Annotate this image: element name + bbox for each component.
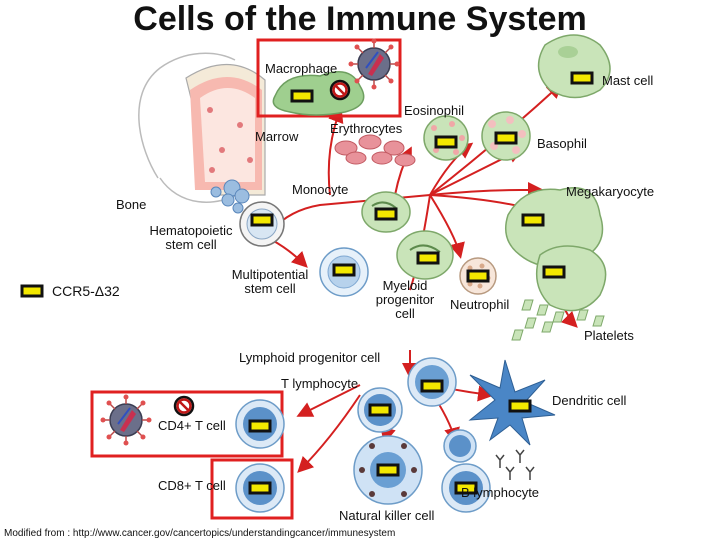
page-title: Cells of the Immune System [133, 0, 587, 38]
monocyte-cell [361, 191, 411, 233]
label-basophil: Basophil [537, 136, 587, 151]
label-natural-killer-cell: Natural killer cell [339, 508, 435, 523]
b-lymphocyte-cell [441, 429, 491, 513]
label-megakaryocyte: Megakaryocyte [566, 184, 655, 199]
virus-icon [99, 393, 153, 447]
source-citation: Modified from : http://www.cancer.gov/ca… [4, 528, 396, 539]
cd8-highlight-box [210, 458, 294, 520]
megakaryocyte-cell [505, 187, 607, 312]
virus-icon [347, 37, 401, 91]
label-t-lymphocyte: T lymphocyte [281, 376, 359, 391]
hematopoietic-stem-cell [239, 201, 285, 247]
label-line: progenitor [375, 292, 435, 307]
cd8-t-cell [235, 463, 285, 513]
label-cd4-t-cell: CD4+ T cell [158, 418, 226, 433]
t-lymphocyte-cell [357, 387, 403, 433]
ccr5-marker-icon [20, 284, 44, 298]
multipotential-stem-cell [319, 247, 369, 297]
label-lymphoid-progenitor: Lymphoid progenitor cell [239, 350, 381, 365]
label-platelets: Platelets [584, 328, 634, 343]
label-line: cell [395, 306, 415, 321]
blocked-icon [329, 79, 351, 101]
label-mast-cell: Mast cell [602, 73, 654, 88]
label-line: stem cell [244, 281, 296, 296]
label-hematopoietic-stem-cell: Hematopoietic stem cell [136, 224, 246, 252]
label-neutrophil: Neutrophil [450, 297, 510, 312]
antibodies [495, 449, 535, 480]
dendritic-cell [468, 359, 556, 446]
eosinophil-cell [423, 115, 469, 161]
cd4-t-cell [99, 393, 285, 449]
bone-illustration [138, 52, 266, 203]
label-bone: Bone [116, 197, 147, 212]
basophil-cell [481, 111, 531, 161]
label-macrophage: Macrophage [265, 61, 338, 76]
blocked-icon [173, 395, 195, 417]
label-erythrocytes: Erythrocytes [330, 121, 403, 136]
label-b-lymphocyte: B lymphocyte [461, 485, 540, 500]
natural-killer-cell [353, 435, 423, 505]
label-monocyte: Monocyte [292, 182, 349, 197]
label-eosinophil: Eosinophil [404, 103, 464, 118]
label-dendritic-cell: Dendritic cell [552, 393, 627, 408]
label-line: Myeloid [382, 278, 428, 293]
label-multipotential-stem-cell: Multipotential stem cell [222, 268, 318, 296]
cell-cluster [210, 179, 250, 214]
platelets-cells [511, 299, 605, 341]
label-line: stem cell [165, 237, 217, 252]
label-cd8-t-cell: CD8+ T cell [158, 478, 226, 493]
macrophage-cell [272, 37, 401, 116]
lymphoid-progenitor-cell [407, 357, 457, 407]
macrophage-highlight-box [256, 38, 402, 118]
label-line: Multipotential [231, 267, 309, 282]
label-marrow: Marrow [255, 129, 299, 144]
label-myeloid-progenitor: Myeloid progenitor cell [365, 279, 445, 321]
label-line: Hematopoietic [149, 223, 233, 238]
erythrocytes-cells [334, 134, 416, 167]
legend-ccr5: CCR5-Δ32 [52, 283, 120, 299]
neutrophil-cell [459, 257, 497, 295]
mast-cell [537, 34, 611, 99]
myeloid-progenitor-cell [396, 230, 454, 280]
